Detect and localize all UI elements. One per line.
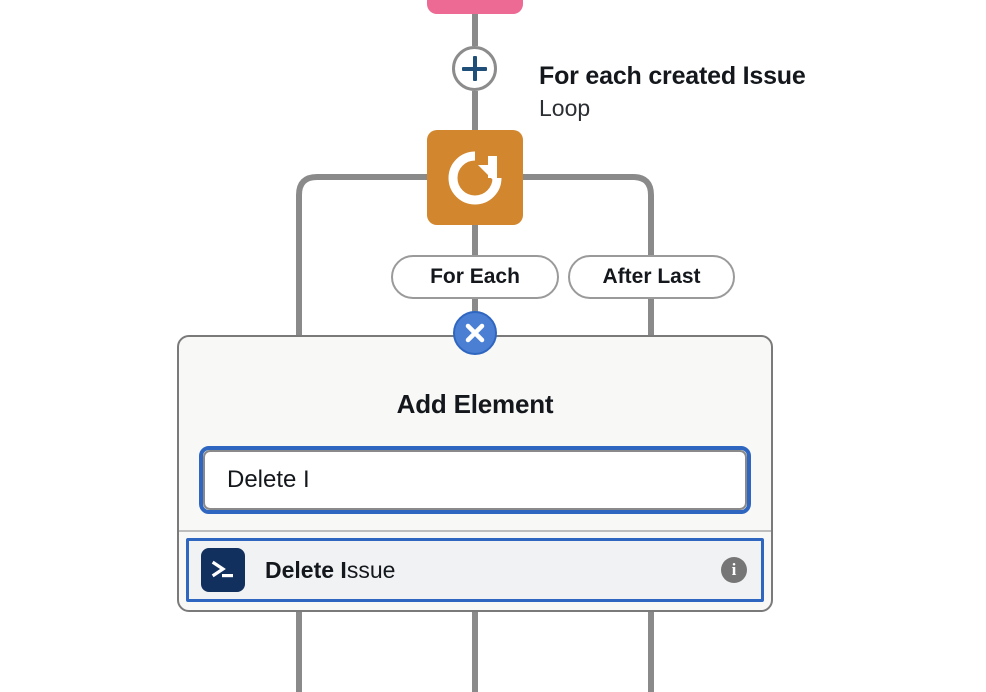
close-dialog-button[interactable] [453,311,497,355]
loop-node[interactable] [427,130,523,225]
dialog-separator [179,530,771,532]
result-label-rest: ssue [346,556,396,583]
loop-icon [444,147,506,209]
search-results-list: Delete Issue i [179,532,771,602]
upstream-node[interactable] [427,0,523,14]
step-title: For each created Issue [539,62,806,90]
result-row-delete-issue[interactable]: Delete Issue i [186,538,764,602]
info-icon[interactable]: i [721,557,747,583]
branch-pill-for-each[interactable]: For Each [391,255,559,299]
branch-pill-after-last-label: After Last [602,265,701,288]
dialog-title: Add Element [396,389,554,419]
search-field-wrapper [199,446,751,514]
search-input[interactable] [203,450,747,510]
branch-pill-for-each-label: For Each [430,265,520,288]
close-icon [465,323,485,343]
add-step-button[interactable] [452,46,497,91]
connector-left-branch [296,174,427,692]
step-subtitle: Loop [539,95,591,121]
add-element-dialog: Add Element Delete Issue i [177,335,773,612]
terminal-icon [201,548,245,592]
plus-icon-vertical [472,56,477,81]
step-label: For each created Issue Loop [539,60,806,123]
result-label-match: Delete I [265,556,347,583]
branch-pill-after-last[interactable]: After Last [568,255,735,299]
result-label: Delete Issue [265,557,721,584]
connector-right-branch [523,174,654,692]
